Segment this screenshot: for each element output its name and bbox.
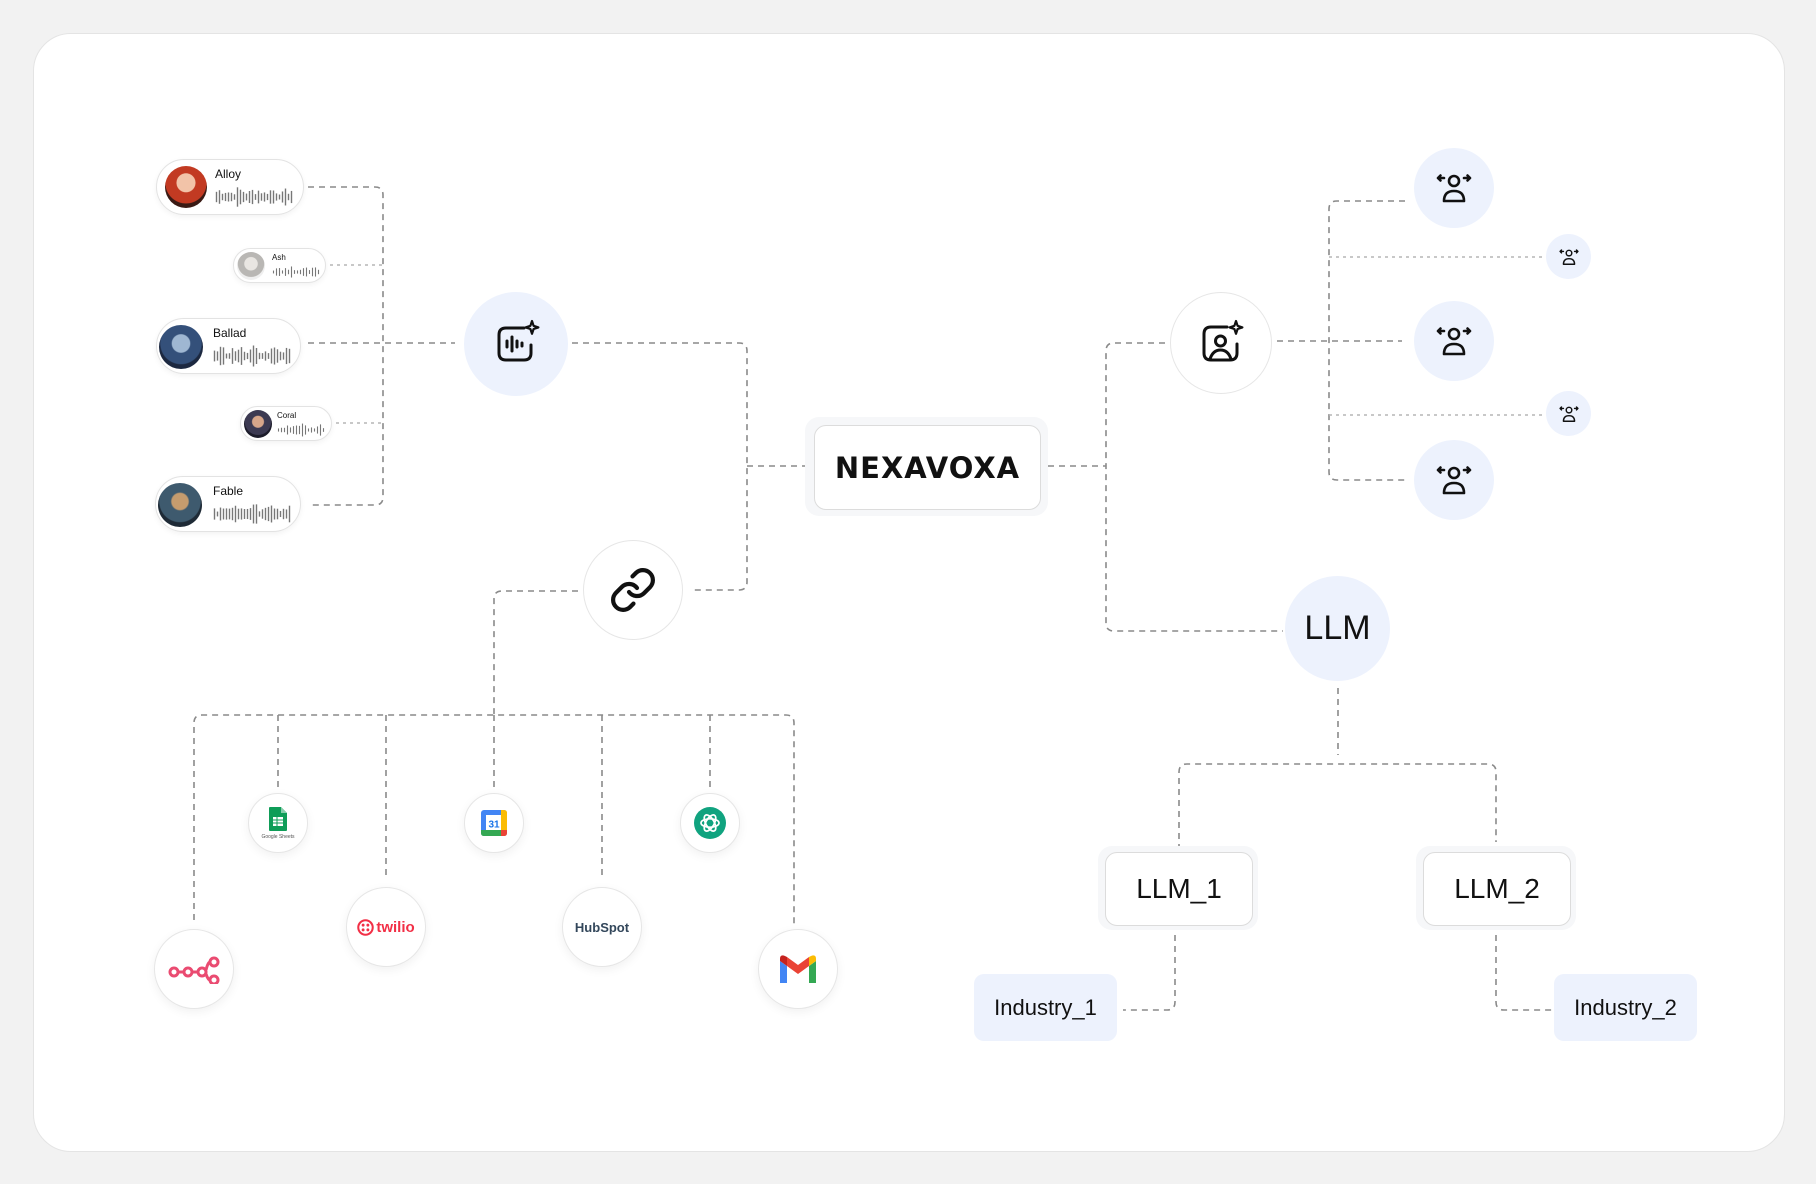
google-calendar-integration[interactable]: 31 — [464, 793, 524, 853]
transfer-node-3[interactable] — [1414, 440, 1494, 520]
hubspot-integration[interactable]: HubSpot — [562, 887, 642, 967]
industry-2-label: Industry_2 — [1574, 994, 1677, 1020]
user-transfer-icon — [1558, 248, 1579, 265]
n8n-integration[interactable] — [154, 929, 234, 1009]
transfer-node-small-2[interactable] — [1546, 391, 1591, 436]
voice-name: Fable — [213, 484, 244, 498]
waveform-icon — [213, 345, 291, 367]
llm-root-node[interactable]: LLM — [1285, 576, 1390, 681]
llm-2-box: LLM_2 — [1416, 846, 1576, 930]
brand-name: NEXAVOXA — [834, 450, 1021, 485]
voice-name: Alloy — [215, 167, 242, 181]
industry-2-node[interactable]: Industry_2 — [1554, 974, 1697, 1041]
google-sheets-caption: Google Sheets — [261, 834, 295, 840]
user-transfer-icon — [1436, 466, 1472, 495]
waveform-icon — [215, 187, 293, 207]
gmail-integration[interactable] — [758, 929, 838, 1009]
user-sparkle-icon — [1202, 319, 1244, 362]
openai-icon — [694, 807, 726, 839]
voice-ballad[interactable]: Ballad — [156, 318, 301, 374]
llm-2-node[interactable]: LLM_2 — [1423, 852, 1571, 926]
integrations-link-node[interactable] — [583, 540, 683, 640]
waveform-icon — [277, 423, 325, 437]
gmail-icon — [780, 955, 816, 983]
llm-1-node[interactable]: LLM_1 — [1105, 852, 1253, 926]
llm-1-label: LLM_1 — [1136, 873, 1222, 904]
voice-coral[interactable]: Coral — [240, 406, 332, 441]
llm-1-box: LLM_1 — [1098, 846, 1258, 930]
voice-name: Coral — [277, 411, 297, 420]
voice-ai-node[interactable] — [464, 292, 568, 396]
google-calendar-icon: 31 — [481, 810, 507, 836]
calendar-day: 31 — [488, 820, 500, 831]
industry-1-label: Industry_1 — [994, 994, 1097, 1020]
user-transfer-icon — [1436, 327, 1472, 356]
twilio-wordmark: twilio — [376, 918, 415, 936]
hubspot-wordmark: HubSpot — [574, 919, 630, 935]
agent-ai-node[interactable] — [1170, 292, 1272, 394]
industry-1-node[interactable]: Industry_1 — [974, 974, 1117, 1041]
n8n-icon — [168, 956, 220, 984]
google-sheets-integration[interactable]: Google Sheets — [248, 793, 308, 853]
transfer-node-2[interactable] — [1414, 301, 1494, 381]
transfer-node-small-1[interactable] — [1546, 234, 1591, 279]
twilio-integration[interactable]: twilio — [346, 887, 426, 967]
openai-integration[interactable] — [680, 793, 740, 853]
voice-alloy[interactable]: Alloy — [156, 159, 304, 215]
link-icon — [611, 568, 655, 612]
twilio-icon — [357, 918, 375, 936]
llm-root-label: LLM — [1304, 609, 1371, 647]
voice-name: Ash — [272, 253, 286, 262]
avatar — [244, 410, 272, 438]
audio-sparkle-icon — [497, 319, 540, 362]
avatar — [158, 483, 202, 527]
transfer-node-1[interactable] — [1414, 148, 1494, 228]
waveform-icon — [272, 266, 320, 278]
user-transfer-icon — [1436, 174, 1472, 203]
google-sheets-icon — [269, 807, 287, 831]
brand-box: NEXAVOXA — [805, 417, 1048, 516]
avatar — [165, 166, 207, 208]
brand-logo[interactable]: NEXAVOXA — [814, 425, 1041, 510]
voice-fable[interactable]: Fable — [155, 476, 301, 532]
waveform-icon — [213, 504, 291, 524]
voice-ash[interactable]: Ash — [233, 248, 326, 283]
avatar — [237, 252, 265, 280]
user-transfer-icon — [1558, 405, 1579, 422]
avatar — [159, 325, 203, 369]
voice-name: Ballad — [213, 326, 247, 340]
llm-2-label: LLM_2 — [1454, 873, 1540, 904]
